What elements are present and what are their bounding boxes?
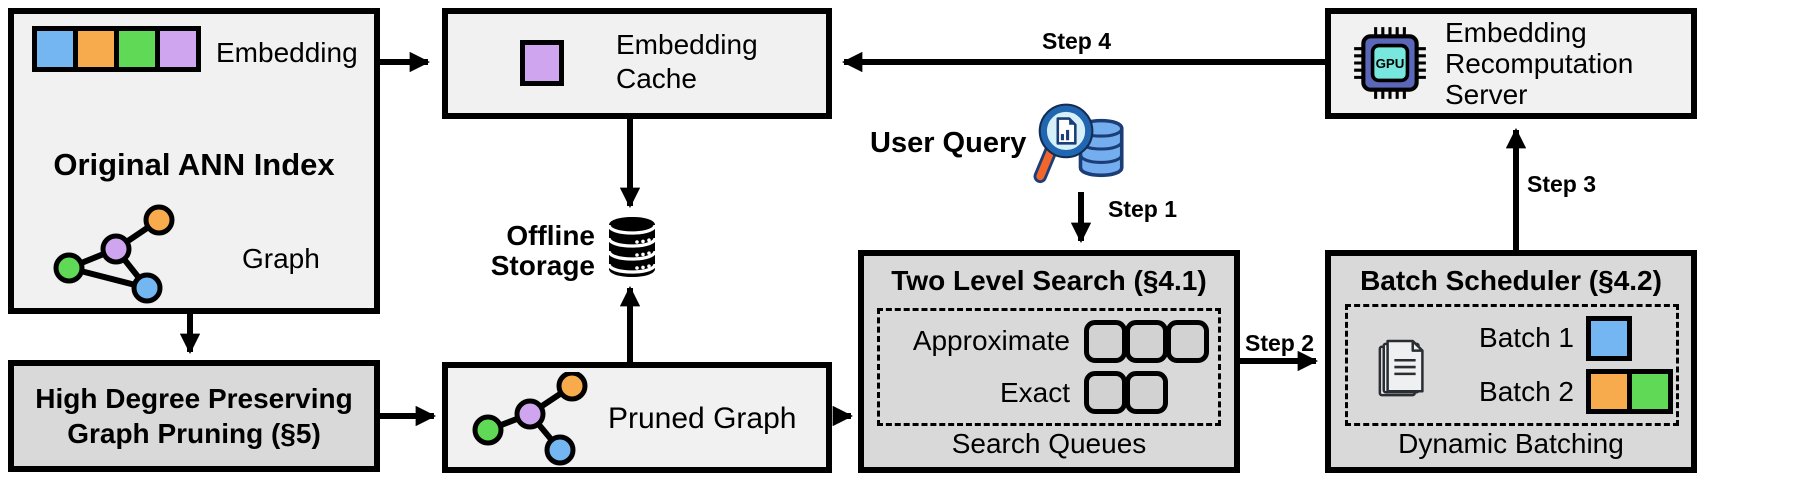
graph-pruning-title: High Degree Preserving Graph Pruning (§5… xyxy=(35,383,353,449)
batch2-queries xyxy=(1586,369,1673,415)
green-square xyxy=(119,31,155,67)
pruned-graph-box: Pruned Graph xyxy=(442,362,832,473)
pruned-graph-icon xyxy=(472,372,588,466)
exact-queue-row: Exact xyxy=(880,371,1218,415)
blue-square xyxy=(37,31,73,67)
batch2-label: Batch 2 xyxy=(1479,375,1574,407)
ann-index-title: Original ANN Index xyxy=(53,147,335,182)
cached-embedding-icon xyxy=(520,40,564,86)
step1-label: Step 1 xyxy=(1108,196,1178,222)
pruned-graph-label: Pruned Graph xyxy=(608,402,797,435)
offline-storage-database-icon xyxy=(607,217,657,277)
graph-label: Graph xyxy=(242,243,320,274)
two-level-search-title: Two Level Search (§4.1) xyxy=(891,265,1207,296)
offline-storage-label: Offline Storage xyxy=(490,220,595,281)
approximate-label: Approximate xyxy=(912,325,1070,357)
user-query-icon xyxy=(1033,103,1124,184)
queue-slot xyxy=(1125,319,1168,363)
batch-scheduler-title: Batch Scheduler (§4.2) xyxy=(1360,265,1662,296)
exact-label: Exact xyxy=(999,376,1070,408)
embedding-label: Embedding xyxy=(216,37,358,68)
documents-icon xyxy=(1378,339,1424,397)
original-ann-index-box: Embedding Original ANN Index Graph xyxy=(8,8,380,314)
purple-square xyxy=(160,31,196,67)
embedding-cache-box: Embedding Cache xyxy=(442,8,832,119)
batch1-label: Batch 1 xyxy=(1479,322,1574,354)
search-queues-caption: Search Queues xyxy=(951,428,1147,460)
orange-square xyxy=(78,31,114,67)
step4-label: Step 4 xyxy=(1042,28,1112,54)
step2-label: Step 2 xyxy=(1245,330,1315,356)
queue-slot xyxy=(1125,371,1168,415)
batch1-queries xyxy=(1586,315,1632,361)
graph-icon xyxy=(53,204,175,304)
queue-slot xyxy=(1166,319,1209,363)
graph-pruning-box: High Degree Preserving Graph Pruning (§5… xyxy=(8,360,380,472)
recomputation-server-box: GPU Embedding Recomputation Server xyxy=(1325,8,1697,119)
green-square xyxy=(1627,369,1673,415)
purple-square xyxy=(520,40,564,86)
step3-label: Step 3 xyxy=(1527,171,1597,197)
exact-queue-slots xyxy=(1084,371,1168,415)
search-queues-panel: Approximate Exact xyxy=(877,308,1221,426)
gpu-chip-icon: GPU xyxy=(1354,27,1426,99)
embedding-vector-icon xyxy=(32,26,201,72)
approximate-queue-row: Approximate xyxy=(880,319,1218,363)
embedding-cache-label: Embedding Cache xyxy=(616,29,758,94)
batch2-row: Batch 2 xyxy=(1456,369,1676,415)
queue-slot xyxy=(1084,371,1127,415)
batch-scheduler-box: Batch Scheduler (§4.2) Batch 1 xyxy=(1325,250,1697,473)
queue-slot xyxy=(1084,319,1127,363)
two-level-search-box: Two Level Search (§4.1) Approximate Exac… xyxy=(858,250,1240,473)
blue-square xyxy=(1586,315,1632,361)
recomputation-server-label: Embedding Recomputation Server xyxy=(1445,17,1634,110)
dynamic-batching-caption: Dynamic Batching xyxy=(1398,428,1624,460)
user-query-label: User Query xyxy=(870,127,1027,159)
orange-square xyxy=(1586,369,1632,415)
dynamic-batching-panel: Batch 1 Batch 2 xyxy=(1345,304,1679,426)
gpu-chip-label: GPU xyxy=(1376,56,1405,71)
approximate-queue-slots xyxy=(1084,319,1209,363)
batch1-row: Batch 1 xyxy=(1456,315,1676,361)
